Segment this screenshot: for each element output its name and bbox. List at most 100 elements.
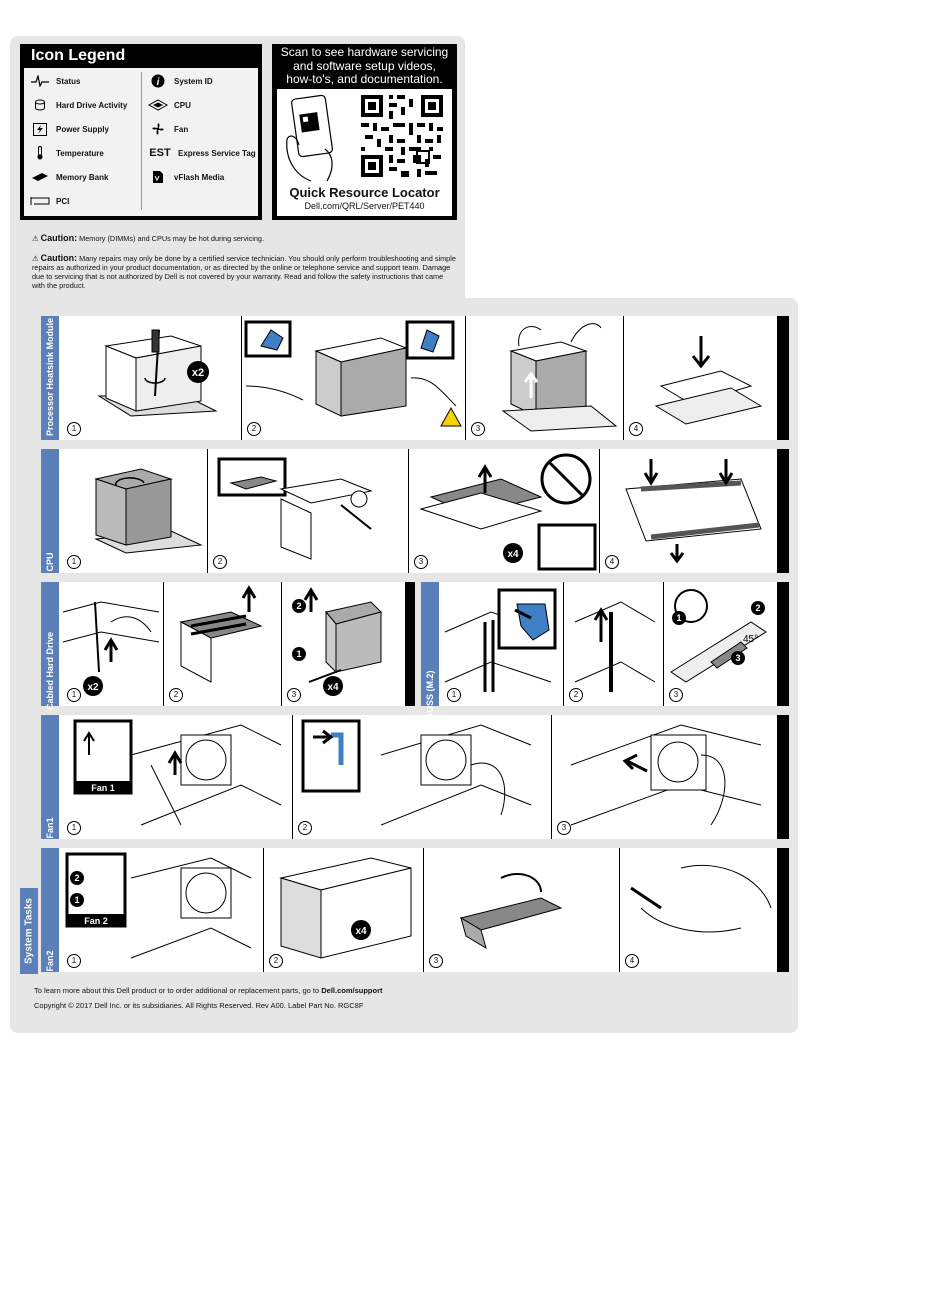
legend-box: Status Hard Drive Activity Power Supply … <box>24 68 258 216</box>
vflash-card-icon <box>148 170 168 184</box>
pci-card-icon <box>30 194 50 208</box>
step-number: 3 <box>557 821 571 835</box>
row-fan2: Fan2 Fan 2 2 1 x4 1 2 3 4 <box>41 848 789 972</box>
phone-hand-icon <box>286 94 333 182</box>
cpu-illustrations: x4 <box>94 453 762 571</box>
row-label-boss: BOSS (M.2) <box>421 582 439 720</box>
row-black-edge <box>777 848 789 972</box>
processor-heatsink-illustrations: x2 <box>97 320 763 432</box>
step-number: 3 <box>287 688 301 702</box>
row-black-edge <box>777 316 789 440</box>
step-number: 2 <box>213 555 227 569</box>
warning-triangle-icon: ⚠ <box>32 254 39 263</box>
svg-text:3: 3 <box>735 653 740 663</box>
step-number: 1 <box>67 555 81 569</box>
cpu-chip-icon <box>148 98 168 112</box>
legend-item-system-id: i System ID <box>148 74 213 88</box>
qr-code <box>359 93 445 179</box>
cabled-hard-drive-illustrations: x2 2 1 x4 <box>62 585 382 696</box>
qr-url[interactable]: Dell.com/QRL/Server/PET440 <box>304 201 425 211</box>
quick-resource-locator: Scan to see hardware servicing and softw… <box>272 44 457 220</box>
row-cabled-hard-drive: Cabled Hard Drive x2 2 1 x4 1 2 3 <box>41 582 415 710</box>
x4-badge: x4 <box>355 926 367 937</box>
legend-item-est: EST Express Service Tag <box>148 146 256 160</box>
x2-badge: x2 <box>87 682 99 693</box>
row-processor-heatsink-module: Processor Heatsink Module x2 <box>41 316 789 440</box>
row-label-processor-heatsink: Processor Heatsink Module <box>41 316 59 440</box>
fan2-callout-label: Fan 2 <box>84 916 108 926</box>
step-number: 1 <box>67 821 81 835</box>
step-number: 3 <box>429 954 443 968</box>
row-black-edge <box>777 582 789 706</box>
x4-badge: x4 <box>507 549 519 560</box>
qr-illustration <box>286 93 445 182</box>
angle-label: 45° <box>743 634 758 645</box>
fan2-illustrations: Fan 2 2 1 x4 <box>65 852 772 959</box>
svg-text:2: 2 <box>755 603 760 613</box>
legend-item-temperature: Temperature <box>30 146 104 160</box>
legend-item-fan: Fan <box>148 122 188 136</box>
step-number: 2 <box>169 688 183 702</box>
row-label-fan2: Fan2 <box>41 848 59 972</box>
hard-drive-icon <box>30 98 50 112</box>
qr-title: Quick Resource Locator <box>289 185 440 200</box>
step-number: 2 <box>247 422 261 436</box>
legend-label: System ID <box>174 76 213 86</box>
svg-text:2: 2 <box>74 873 79 883</box>
row-label-fan1: Fan1 <box>41 715 59 839</box>
legend-label: Express Service Tag <box>178 148 256 158</box>
legend-label: CPU <box>174 100 191 110</box>
icon-legend: Icon Legend Status Hard Drive Activity P… <box>20 44 262 220</box>
memory-bank-icon <box>30 170 50 184</box>
legend-label: Power Supply <box>56 124 109 134</box>
status-waveform-icon <box>30 74 50 88</box>
footer-support-line: To learn more about this Dell product or… <box>34 986 383 995</box>
legend-label: vFlash Media <box>174 172 225 182</box>
legend-divider <box>141 72 142 210</box>
step-number: 4 <box>625 954 639 968</box>
legend-item-status: Status <box>30 74 80 88</box>
row-black-edge <box>777 715 789 839</box>
step-number: 1 <box>67 422 81 436</box>
qr-inner: Quick Resource Locator Dell.com/QRL/Serv… <box>277 89 452 216</box>
legend-label: Temperature <box>56 148 104 158</box>
x2-badge: x2 <box>192 367 204 379</box>
boss-illustrations: 1 2 3 45° <box>444 588 767 692</box>
row-boss-m2: BOSS (M.2) 1 2 3 45° 1 2 3 <box>421 582 789 720</box>
est-icon: EST <box>149 147 171 159</box>
step-number: 2 <box>569 688 583 702</box>
x4-badge: x4 <box>327 682 339 693</box>
footer-copyright: Copyright © 2017 Dell Inc. or its subsid… <box>34 1001 364 1010</box>
svg-text:1: 1 <box>676 613 681 623</box>
step-number: 3 <box>414 555 428 569</box>
row-fan1: Fan1 Fan 1 1 2 3 <box>41 715 789 839</box>
legend-item-memory-bank: Memory Bank <box>30 170 108 184</box>
row-black-edge <box>405 582 415 706</box>
step-number: 4 <box>605 555 619 569</box>
svg-text:2: 2 <box>296 601 301 611</box>
legend-item-cpu: CPU <box>148 98 191 112</box>
step-number: 1 <box>447 688 461 702</box>
step-number: 3 <box>669 688 683 702</box>
legend-item-hard-drive: Hard Drive Activity <box>30 98 127 112</box>
system-tasks-label: System Tasks <box>20 888 38 974</box>
legend-item-vflash: vFlash Media <box>148 170 224 184</box>
fan-icon <box>148 122 168 136</box>
legend-label: PCI <box>56 196 70 206</box>
legend-title: Icon Legend <box>31 47 126 64</box>
support-link[interactable]: Dell.com/support <box>321 986 383 995</box>
row-label-cabled-hard-drive: Cabled Hard Drive <box>41 582 59 710</box>
step-number: 2 <box>298 821 312 835</box>
step-number: 4 <box>629 422 643 436</box>
row-cpu: CPU x4 <box>41 449 789 573</box>
caution-service-warning: ⚠ Caution: Many repairs may only be done… <box>32 253 456 291</box>
warning-triangle-icon: ⚠ <box>32 234 39 243</box>
legend-item-pci: PCI <box>30 194 69 208</box>
info-icon: i <box>148 74 168 88</box>
svg-text:1: 1 <box>74 895 79 905</box>
legend-label: Memory Bank <box>56 172 109 182</box>
power-supply-icon <box>30 122 50 136</box>
legend-item-power-supply: Power Supply <box>30 122 109 136</box>
hot-surface-warning-icon <box>440 406 462 427</box>
row-label-cpu: CPU <box>41 449 59 573</box>
